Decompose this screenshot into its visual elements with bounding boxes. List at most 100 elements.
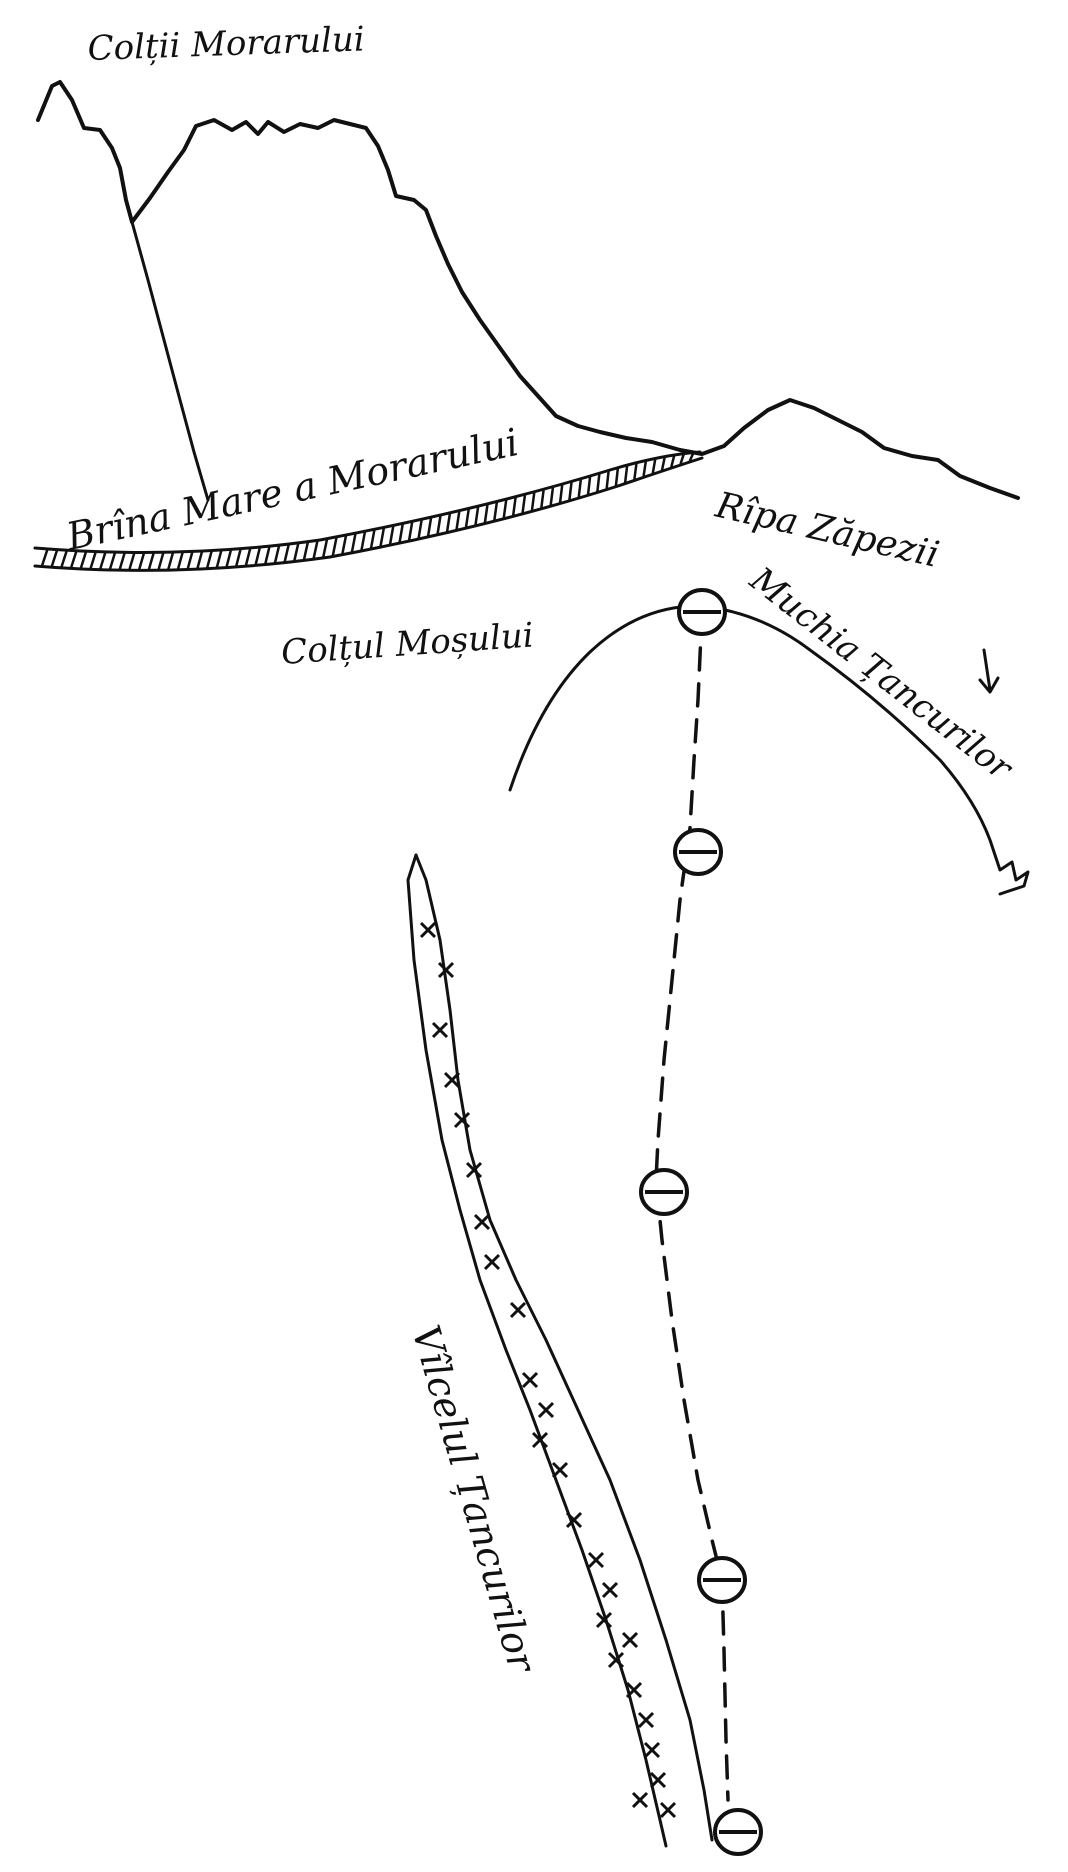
label-muchia-tancurilor: Muchia Țancurilor <box>742 559 1021 789</box>
hatch-stroke <box>493 502 499 521</box>
hatch-stroke <box>273 545 281 564</box>
x-cross-icon <box>531 1431 549 1449</box>
x-cross-icon <box>443 1071 461 1089</box>
vilcelul-scree-marks <box>419 921 677 1819</box>
hatch-stroke <box>341 535 348 555</box>
hatch-stroke <box>312 540 319 560</box>
x-cross-icon <box>587 1551 605 1569</box>
x-cross-icon <box>537 1401 555 1419</box>
hatch-stroke <box>558 484 564 503</box>
x-cross-icon <box>621 1631 639 1649</box>
hatch-stroke <box>225 549 233 568</box>
hatch-stroke <box>157 552 165 571</box>
hatch-stroke <box>642 461 648 477</box>
x-cross-icon <box>419 921 437 939</box>
hatch-stroke <box>426 517 433 537</box>
hatch-stroke <box>244 547 252 567</box>
x-cross-icon <box>607 1651 625 1669</box>
route-markers <box>639 588 763 1856</box>
hatch-stroke <box>623 465 629 483</box>
hatch-stroke <box>670 455 676 468</box>
hatch-stroke <box>679 453 685 465</box>
route-marker-icon <box>713 1808 763 1856</box>
hatch-stroke <box>79 550 88 570</box>
arrow-down-icon <box>978 648 1000 694</box>
muchia-tancurilor-ridge <box>508 604 1030 896</box>
hatch-stroke <box>147 552 155 571</box>
x-cross-icon <box>521 1371 539 1389</box>
x-cross-icon <box>431 1021 449 1039</box>
coltii-inner-slope <box>130 220 210 502</box>
hatch-stroke <box>137 552 146 571</box>
hatch-stroke <box>660 456 666 471</box>
hatch-stroke <box>176 551 184 571</box>
hatch-stroke <box>205 550 213 569</box>
hatch-stroke <box>511 497 517 516</box>
x-cross-icon <box>625 1681 643 1699</box>
brina-mare-upper-edge <box>33 450 702 554</box>
hatch-stroke <box>605 471 610 489</box>
hatch-stroke <box>464 508 470 528</box>
hatch-stroke <box>568 482 573 501</box>
hatch-stroke <box>614 468 620 486</box>
x-cross-icon <box>509 1301 527 1319</box>
x-cross-icon <box>483 1253 501 1271</box>
hatch-stroke <box>196 550 204 570</box>
hatch-stroke <box>302 541 310 561</box>
hatch-stroke <box>321 538 329 558</box>
x-cross-icon <box>643 1741 661 1759</box>
hatch-stroke <box>254 547 262 566</box>
x-cross-icon <box>437 961 455 979</box>
hatch-stroke <box>379 527 386 547</box>
hatch-stroke <box>455 511 461 530</box>
hatch-stroke <box>502 499 508 519</box>
hatch-stroke <box>69 550 78 569</box>
hatch-stroke <box>331 537 338 557</box>
x-cross-icon <box>565 1511 583 1529</box>
label-coltii-morarului: Colții Morarului <box>87 19 365 69</box>
brina-mare-hatching <box>40 452 695 571</box>
hatch-stroke <box>369 529 376 549</box>
hatch-stroke <box>521 494 527 514</box>
vilcelul-tancurilor-left-bank <box>406 853 668 1848</box>
label-coltul-mosului: Colțul Moșului <box>280 615 535 673</box>
hatch-stroke <box>388 525 395 545</box>
x-cross-icon <box>637 1711 655 1729</box>
coltii-morarului-ridge <box>36 80 1020 500</box>
hatch-stroke <box>474 506 480 526</box>
route-marker-icon <box>639 1168 689 1216</box>
x-cross-icon <box>453 1111 471 1129</box>
hatch-stroke <box>215 549 223 569</box>
hatch-stroke <box>360 531 367 551</box>
hatch-stroke <box>50 549 59 568</box>
x-cross-icon <box>601 1581 619 1599</box>
hatch-stroke <box>540 489 545 509</box>
hatch-stroke <box>234 548 242 568</box>
hatch-stroke <box>586 476 592 495</box>
x-cross-icon <box>659 1801 677 1819</box>
hatch-stroke <box>417 519 423 539</box>
hatch-stroke <box>407 521 414 541</box>
hatch-stroke <box>436 515 442 535</box>
label-ripa-zapezii: Rîpa Zăpezii <box>711 485 943 576</box>
hatch-stroke <box>108 551 117 571</box>
hatch-stroke <box>651 458 657 474</box>
hatch-stroke <box>293 542 300 562</box>
hatch-stroke <box>186 551 194 570</box>
label-brina-mare: Brîna Mare a Morarului <box>62 420 523 559</box>
hatch-stroke <box>530 492 536 511</box>
route-marker-icon <box>697 1556 747 1604</box>
hatch-stroke <box>688 452 695 462</box>
hatch-stroke <box>98 551 107 571</box>
hatch-stroke <box>263 546 271 565</box>
hatch-stroke <box>118 551 127 571</box>
hatch-stroke <box>445 513 452 533</box>
route-marker-icon <box>677 588 727 636</box>
x-cross-icon <box>473 1213 491 1231</box>
hatch-stroke <box>577 479 583 498</box>
hatch-stroke <box>59 549 69 569</box>
route-marker-icon <box>673 828 723 876</box>
x-cross-icon <box>595 1611 613 1629</box>
hatch-stroke <box>89 551 98 570</box>
